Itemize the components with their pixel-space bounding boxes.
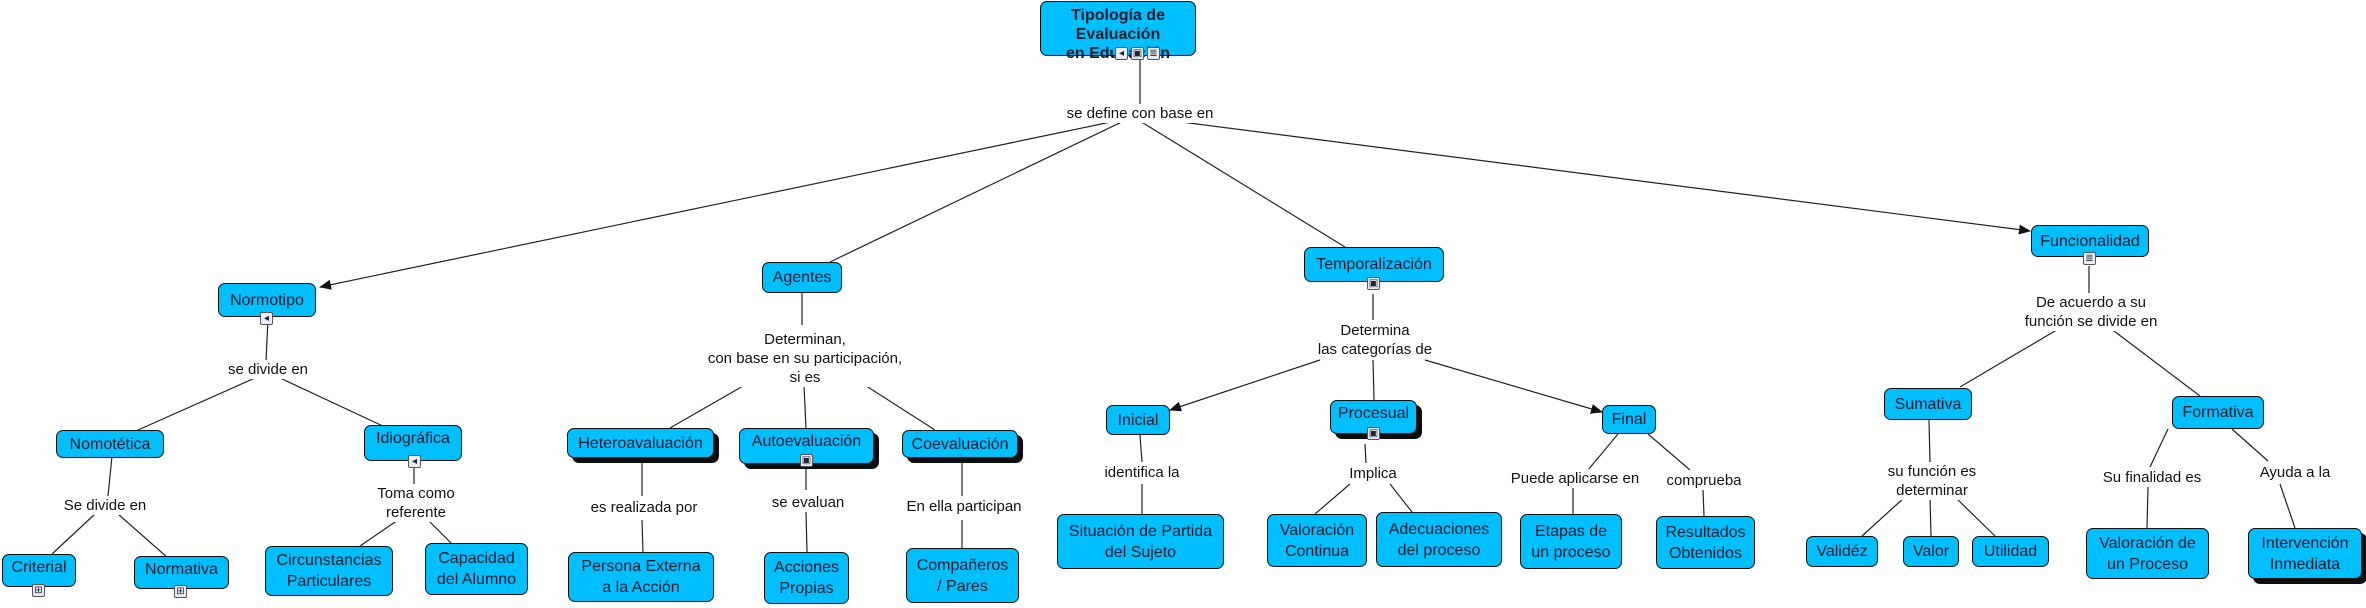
audio-icon[interactable]: ◂ xyxy=(1115,47,1128,60)
concept-funcionalidad[interactable]: Funcionalidad xyxy=(2031,225,2149,257)
concept-heteroevaluacion[interactable]: Heteroavaluación xyxy=(567,428,714,458)
concept-acciones-propias[interactable]: Acciones Propias xyxy=(764,552,849,604)
concept-valoracion-proceso[interactable]: Valoración de un Proceso xyxy=(2086,528,2209,579)
link-label-implica: Implica xyxy=(1336,464,1410,483)
link-label-su-finalidad: Su finalidad es xyxy=(2092,468,2212,487)
document-icon[interactable]: ≣ xyxy=(1147,47,1160,60)
concept-intervencion[interactable]: Intervención Inmediata xyxy=(2248,528,2362,579)
concept-normotipo[interactable]: Normotipo xyxy=(218,283,316,317)
image-icon[interactable]: ▣ xyxy=(800,454,813,467)
concept-sumativa[interactable]: Sumativa xyxy=(1884,388,1972,420)
link-label-de-acuerdo: De acuerdo a su función se divide en xyxy=(2009,293,2173,331)
link-label-ayuda: Ayuda a la xyxy=(2248,463,2342,482)
document-icon[interactable]: ≣ xyxy=(2083,252,2096,265)
concept-inicial[interactable]: Inicial xyxy=(1106,405,1170,435)
concept-utilidad[interactable]: Utilidad xyxy=(1972,536,2049,567)
concept-formativa[interactable]: Formativa xyxy=(2172,396,2264,429)
concept-adecuaciones[interactable]: Adecuaciones del proceso xyxy=(1376,512,1502,567)
concept-circunstancias[interactable]: Circunstancias Particulares xyxy=(265,546,393,596)
concept-agentes[interactable]: Agentes xyxy=(762,262,842,293)
concept-resultados[interactable]: Resultados Obtenidos xyxy=(1656,516,1755,569)
link-label-se-define: se define con base en xyxy=(1058,104,1222,123)
concept-criterial[interactable]: Criterial xyxy=(2,554,76,587)
concept-final[interactable]: Final xyxy=(1602,405,1656,434)
audio-icon[interactable]: ◂ xyxy=(408,455,421,468)
concept-coevaluacion[interactable]: Coevaluación xyxy=(902,430,1018,458)
link-label-se-divide-en-2: Se divide en xyxy=(53,496,157,515)
link-label-su-funcion: su función es determinar xyxy=(1870,462,1994,500)
concept-companeros[interactable]: Compañeros / Pares xyxy=(906,548,1019,603)
concept-capacidad[interactable]: Capacidad del Alumno xyxy=(425,543,528,595)
concept-map-icon[interactable]: ⊞ xyxy=(32,584,45,597)
concept-valor[interactable]: Valor xyxy=(1903,536,1959,567)
concept-normativa[interactable]: Normativa xyxy=(134,556,229,589)
link-label-es-realizada: es realizada por xyxy=(572,498,716,517)
image-icon[interactable]: ▣ xyxy=(1131,47,1144,60)
link-label-en-ella: En ella participan xyxy=(895,497,1033,516)
link-label-comprueba: comprueba xyxy=(1654,471,1754,490)
concept-valoracion-continua[interactable]: Valoración Continua xyxy=(1267,514,1367,567)
concept-temporalizacion[interactable]: Temporalización xyxy=(1304,247,1444,282)
concept-situacion[interactable]: Situación de Partida del Sujeto xyxy=(1057,514,1224,569)
link-label-puede-aplicarse: Puede aplicarse en xyxy=(1503,469,1647,488)
concept-validez[interactable]: Validéz xyxy=(1806,536,1878,567)
concept-etapas[interactable]: Etapas de un proceso xyxy=(1520,514,1622,569)
link-label-se-divide-en: se divide en xyxy=(216,360,320,379)
concept-map-icon[interactable]: ⊞ xyxy=(174,585,187,598)
concept-idiografica[interactable]: Idiográfica xyxy=(364,425,462,461)
link-label-identifica: identifica la xyxy=(1090,463,1194,482)
link-label-toma-como: Toma como referente xyxy=(366,484,466,522)
concept-autoevaluacion[interactable]: Autoevaluación xyxy=(739,428,874,464)
concept-nomotetica[interactable]: Nomotética xyxy=(56,430,164,458)
image-icon[interactable]: ▣ xyxy=(1367,427,1380,440)
image-icon[interactable]: ▣ xyxy=(1367,277,1380,290)
link-label-determina: Determina las categorías de xyxy=(1303,321,1447,359)
audio-icon[interactable]: ◂ xyxy=(260,312,273,325)
link-label-se-evaluan: se evaluan xyxy=(758,493,858,512)
concept-persona-externa[interactable]: Persona Externa a la Acción xyxy=(568,552,714,602)
link-label-determinan: Determinan, con base en su participación… xyxy=(698,330,912,387)
